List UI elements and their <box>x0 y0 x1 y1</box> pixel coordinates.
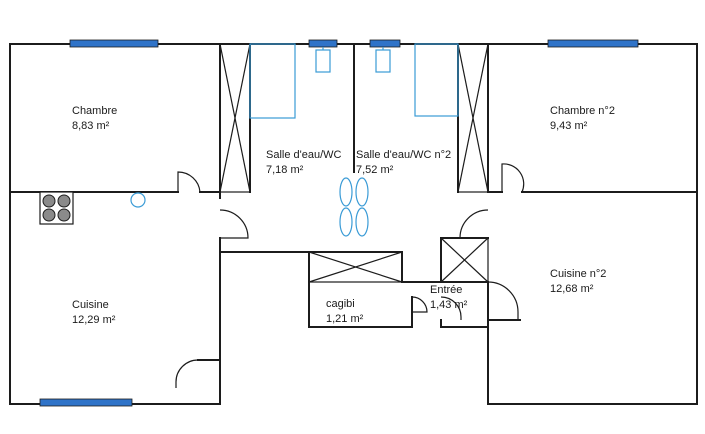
room-area: 1,21 m² <box>326 313 364 325</box>
washbasin-icon <box>355 207 369 237</box>
bathtub-icon <box>414 43 459 117</box>
window-icon <box>308 39 338 48</box>
room-area: 12,68 m² <box>550 283 594 295</box>
door-swing-icon <box>501 163 525 193</box>
door-swing-icon <box>177 171 201 193</box>
room-area: 12,29 m² <box>72 314 116 326</box>
door-swing-icon <box>219 209 249 239</box>
room-chambre-2: Chambre n°2 9,43 m² <box>550 104 615 134</box>
shaft-icon <box>457 43 489 193</box>
door-swing-icon <box>175 359 199 388</box>
bathtub-icon <box>249 43 296 119</box>
room-salle-eau-wc: Salle d'eau/WC 7,18 m² <box>266 148 341 178</box>
fixtures <box>130 43 459 237</box>
room-salle-eau-wc-2: Salle d'eau/WC n°2 7,52 m² <box>356 148 451 178</box>
shaft-icon <box>440 237 489 283</box>
room-name: cagibi <box>326 298 355 310</box>
room-area: 1,43 m² <box>430 299 468 311</box>
room-name: Chambre <box>72 105 118 117</box>
door-swing-icon <box>487 281 519 320</box>
windows <box>39 39 639 407</box>
door-swing-icon <box>440 296 462 320</box>
room-area: 7,52 m² <box>356 164 394 176</box>
room-area: 9,43 m² <box>550 120 588 132</box>
walls <box>9 43 698 405</box>
window-icon <box>369 39 401 48</box>
room-cuisine: Cuisine 12,29 m² <box>72 298 115 328</box>
room-name: Salle d'eau/WC <box>266 149 342 161</box>
stove-icon <box>39 191 74 225</box>
doors <box>175 163 525 388</box>
room-name: Cuisine <box>72 299 109 311</box>
room-area: 8,83 m² <box>72 120 110 132</box>
toilet-icon <box>375 47 391 73</box>
washbasin-icon <box>339 177 353 207</box>
room-chambre: Chambre 8,83 m² <box>72 104 117 134</box>
window-icon <box>39 398 133 407</box>
room-entree: Entrée 1,43 m² <box>430 283 467 313</box>
window-icon <box>69 39 159 48</box>
room-name: Cuisine n°2 <box>550 268 607 280</box>
washbasin-icon <box>339 207 353 237</box>
sink-icon <box>130 192 146 208</box>
washbasin-icon <box>355 177 369 207</box>
door-swing-icon <box>459 209 489 239</box>
door-swing-icon <box>411 296 428 327</box>
room-name: Chambre n°2 <box>550 105 615 117</box>
toilet-icon <box>315 47 331 73</box>
room-cuisine-2: Cuisine n°2 12,68 m² <box>550 267 606 297</box>
room-name: Entrée <box>430 284 463 296</box>
room-name: Salle d'eau/WC n°2 <box>356 149 452 161</box>
room-cagibi: cagibi 1,21 m² <box>326 297 363 327</box>
window-icon <box>547 39 639 48</box>
shaft-icon <box>308 251 403 283</box>
shafts <box>219 43 489 283</box>
shaft-icon <box>219 43 251 193</box>
room-area: 7,18 m² <box>266 164 304 176</box>
